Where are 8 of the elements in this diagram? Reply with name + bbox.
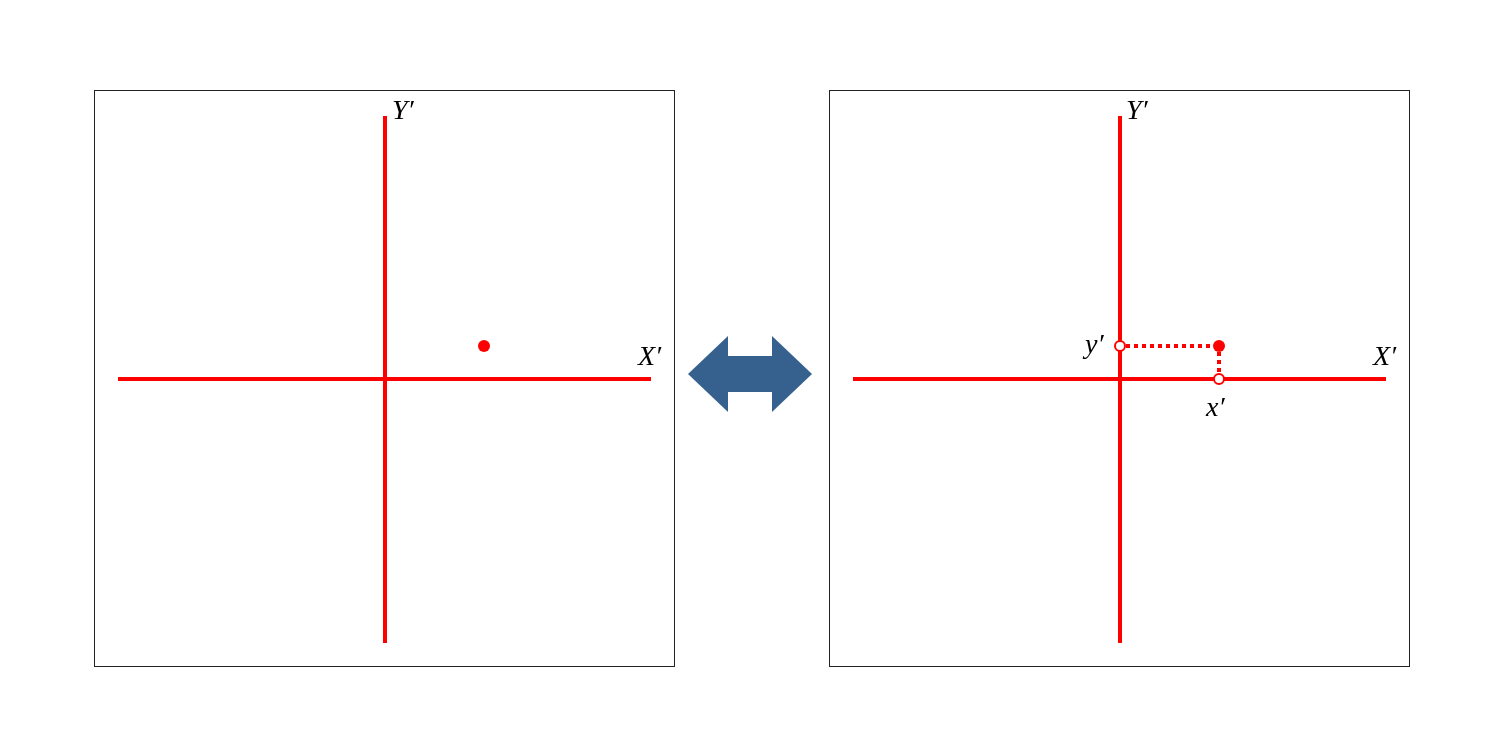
axis-label: x′ <box>1206 393 1225 421</box>
axis-label: Y′ <box>392 96 414 124</box>
plot-panel <box>94 90 675 667</box>
axis-label: X′ <box>638 342 662 370</box>
double-arrow <box>688 336 812 412</box>
axis-label: X′ <box>1373 342 1397 370</box>
plot-panel <box>829 90 1410 667</box>
axis-label: Y′ <box>1126 96 1148 124</box>
